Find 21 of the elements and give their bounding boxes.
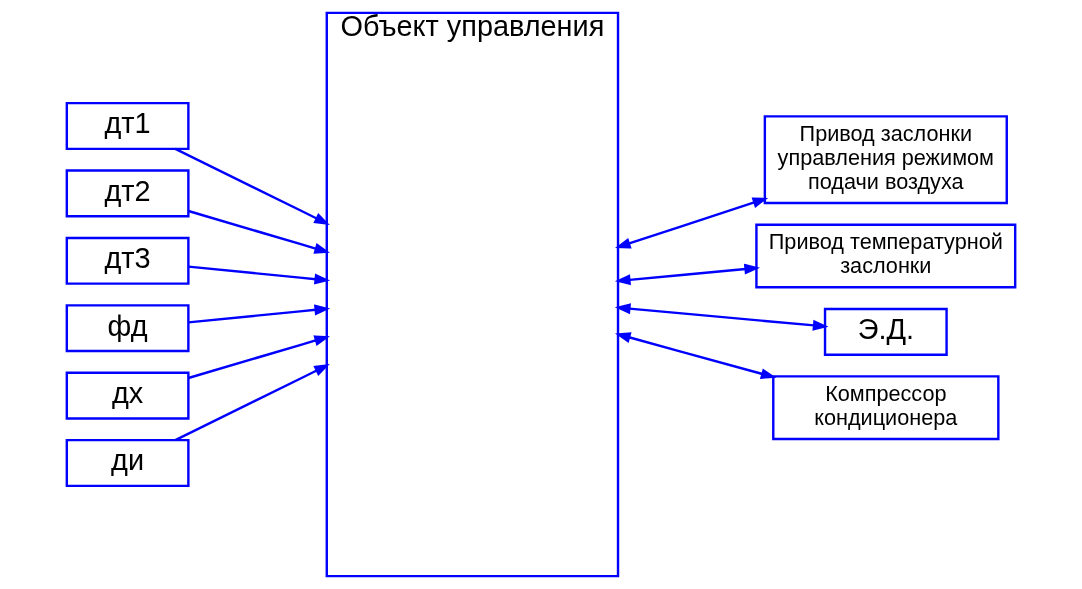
node-box: Привод температурной заслонки <box>755 223 1017 289</box>
arrow <box>615 332 777 379</box>
node-box: дт3 <box>65 236 190 285</box>
node-box: Объект управления <box>325 11 620 578</box>
node-box: ди <box>65 438 190 488</box>
node-box: Э.Д. <box>823 307 948 356</box>
arrow <box>614 303 829 331</box>
node-box: Привод заслонки управления режимом подачи воздуха <box>763 115 1008 205</box>
arrow <box>174 147 330 225</box>
arrow <box>188 304 331 324</box>
arrow <box>188 335 330 380</box>
node-box: Компрессор кондиционера <box>772 375 1000 441</box>
arrow <box>188 209 330 254</box>
node-box: дх <box>65 371 190 420</box>
arrow <box>188 265 331 285</box>
node-box: фд <box>65 304 190 353</box>
node-box: дт2 <box>65 169 190 218</box>
node-box: дт1 <box>65 101 190 151</box>
arrow <box>614 263 761 286</box>
arrow <box>615 197 769 249</box>
arrow <box>174 364 330 442</box>
